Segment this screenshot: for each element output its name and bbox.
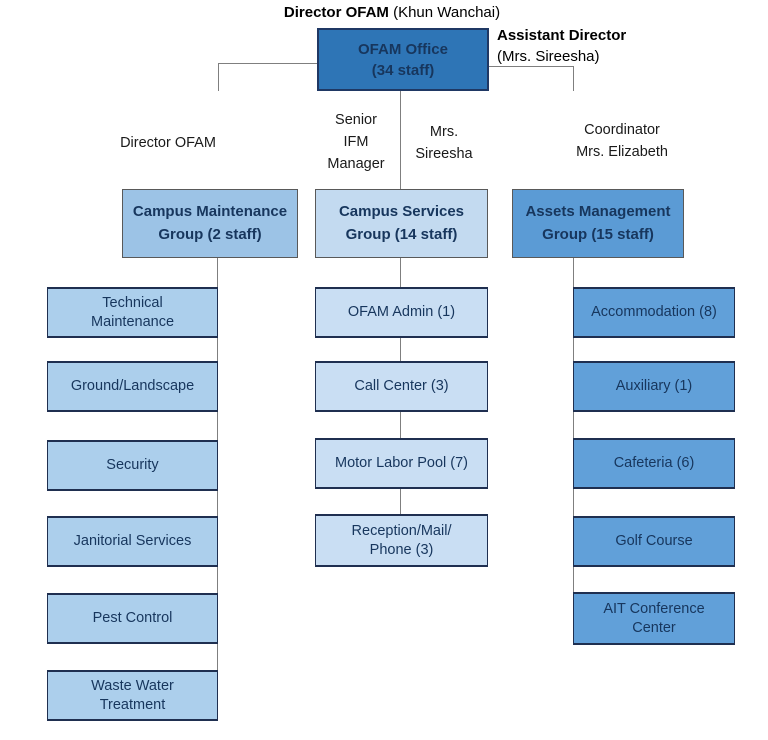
role-label-mrs-sireesha: Mrs. Sireesha <box>415 124 473 162</box>
connector-root-to-left-v <box>218 63 219 91</box>
item-ofam-admin: OFAM Admin (1) <box>315 287 488 338</box>
assistant-director-person: (Mrs. Sireesha) <box>497 48 600 65</box>
item-auxiliary: Auxiliary (1) <box>573 361 735 412</box>
role-label-senior-ifm-manager: Senior IFM Manager <box>327 112 385 172</box>
item-cafeteria: Cafeteria (6) <box>573 438 735 489</box>
item-call-center: Call Center (3) <box>315 361 488 412</box>
item-accommodation: Accommodation (8) <box>573 287 735 338</box>
connector-right-column-v <box>573 258 574 593</box>
item-technical-maintenance: Technical Maintenance <box>47 287 218 338</box>
item-ait-conference-center: AIT Conference Center <box>573 592 735 645</box>
item-ground-landscape: Ground/Landscape <box>47 361 218 412</box>
item-golf-course: Golf Course <box>573 516 735 567</box>
item-waste-water-treatment: Waste Water Treatment <box>47 670 218 721</box>
chart-title-role: Director OFAM <box>283 4 389 21</box>
item-reception-mail-phone: Reception/Mail/ Phone (3) <box>315 514 488 567</box>
item-janitorial-services: Janitorial Services <box>47 516 218 567</box>
connector-root-to-right-h <box>489 66 574 67</box>
connector-root-to-center-v <box>400 90 401 189</box>
assistant-director-label: Assistant Director (Mrs. Sireesha) <box>497 25 626 67</box>
chart-title-person: (Khun Wanchai) <box>393 4 501 21</box>
group-header-campus-maintenance: Campus Maintenance Group (2 staff) <box>122 189 298 258</box>
chart-title: Director OFAM (Khun Wanchai) <box>0 4 768 21</box>
item-motor-labor-pool: Motor Labor Pool (7) <box>315 438 488 489</box>
group-header-assets-management: Assets Management Group (15 staff) <box>512 189 684 258</box>
item-security: Security <box>47 440 218 491</box>
ofam-office-box: OFAM Office (34 staff) <box>317 28 489 91</box>
assistant-director-role: Assistant Director <box>497 27 627 44</box>
connector-root-to-left-h <box>218 63 317 64</box>
role-label-coordinator: Coordinator Mrs. Elizabeth <box>576 122 668 160</box>
item-pest-control: Pest Control <box>47 593 218 644</box>
connector-root-to-right-v <box>573 66 574 91</box>
group-header-campus-services: Campus Services Group (14 staff) <box>315 189 488 258</box>
role-label-director-ofam: Director OFAM <box>120 135 216 151</box>
